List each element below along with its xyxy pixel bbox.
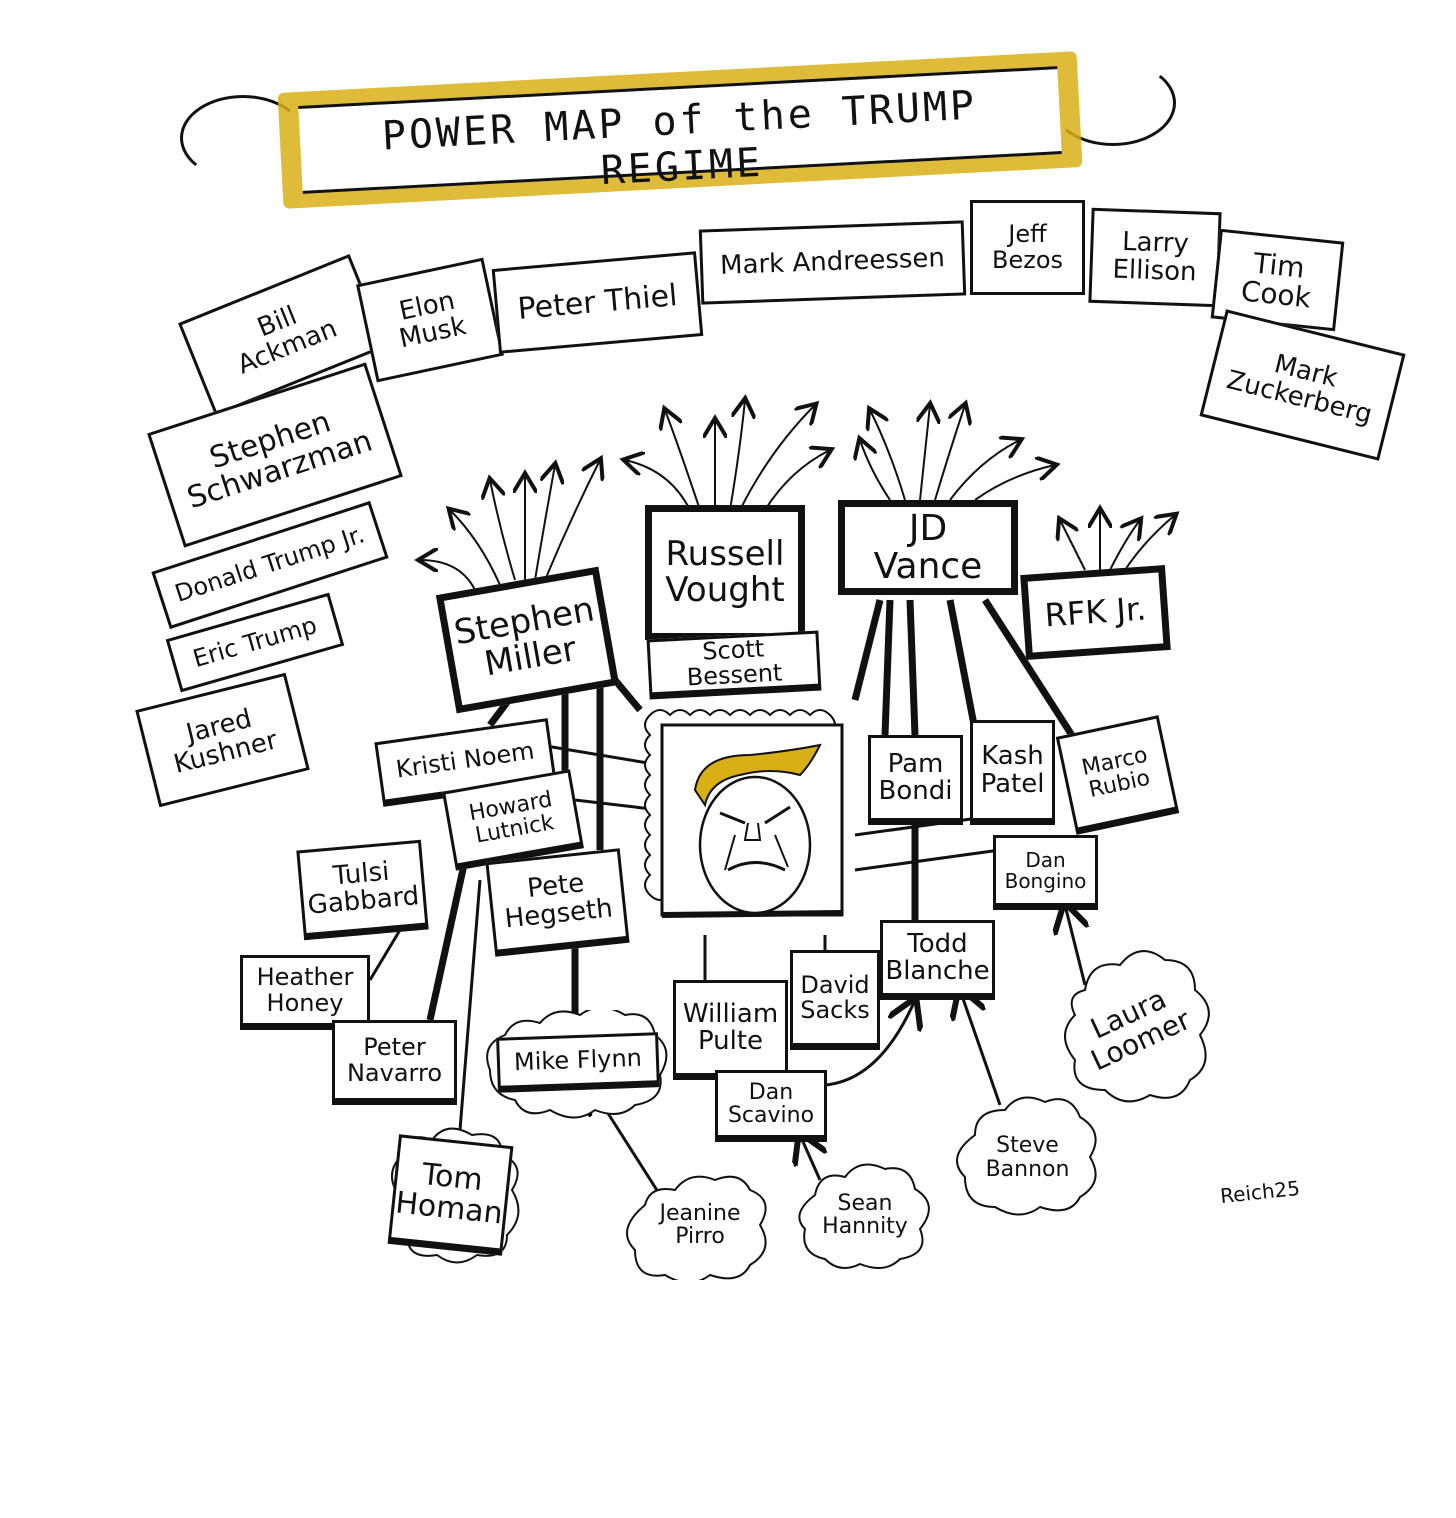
cloud-outline-icon xyxy=(798,1163,930,1269)
banner-curl-left xyxy=(180,95,306,181)
cloud-outline-icon xyxy=(1064,950,1210,1103)
artist-signature: Reich25 xyxy=(1218,1175,1302,1209)
cloud-outline-icon xyxy=(956,1096,1097,1216)
node-tom-homan: Tom Homan xyxy=(387,1134,514,1256)
cloud-label: Steve Bannon xyxy=(985,1133,1070,1182)
node-elon-musk: Elon Musk xyxy=(356,257,504,383)
node-larry-ellison: Larry Ellison xyxy=(1088,207,1222,308)
cloud-label: Jeanine Pirro xyxy=(659,1200,741,1249)
trump-portrait xyxy=(640,695,860,935)
node-pete-hegseth: Pete Hegseth xyxy=(485,848,630,957)
banner-curl-right xyxy=(1050,60,1176,146)
cloud-outline-icon xyxy=(626,1175,767,1280)
cloud-sean-hannity: Sean Hannity xyxy=(795,1160,935,1270)
node-mark-andreessen: Mark Andreessen xyxy=(698,220,967,305)
node-david-sacks: David Sacks xyxy=(790,950,880,1050)
node-jared-kushner: Jared Kushner xyxy=(135,672,310,808)
node-jd-vance: JD Vance xyxy=(838,500,1018,595)
node-russell-vought: Russell Vought xyxy=(645,505,805,640)
node-pam-bondi: Pam Bondi xyxy=(868,735,963,825)
portrait-frame-icon xyxy=(644,709,844,918)
title-banner: POWER MAP of the TRUMP REGIME xyxy=(277,51,1083,209)
cloud-laura-loomer: Laura Loomer xyxy=(1060,945,1210,1110)
node-stephen-miller: Stephen Miller xyxy=(435,566,620,714)
cloud-jeanine-pirro: Jeanine Pirro xyxy=(625,1170,775,1280)
node-todd-blanche: Todd Blanche xyxy=(880,920,995,1000)
cloud-label: Sean Hannity xyxy=(822,1190,908,1239)
cloud-steve-bannon: Steve Bannon xyxy=(955,1095,1100,1220)
node-william-pulte: William Pulte xyxy=(673,980,788,1080)
node-kash-patel: Kash Patel xyxy=(970,720,1055,825)
node-dan-bongino: Dan Bongino xyxy=(993,835,1098,910)
node-jeff-bezos: Jeff Bezos xyxy=(970,200,1085,295)
node-rfk-jr: RFK Jr. xyxy=(1020,565,1171,660)
node-marco-rubio: Marco Rubio xyxy=(1055,715,1180,835)
node-heather-honey: Heather Honey xyxy=(240,955,370,1030)
node-tulsi-gabbard: Tulsi Gabbard xyxy=(296,839,429,941)
node-mike-flynn: Mike Flynn xyxy=(496,1032,660,1093)
node-mark-zuckerberg: Mark Zuckerberg xyxy=(1199,309,1406,461)
node-peter-thiel: Peter Thiel xyxy=(491,251,704,354)
node-dan-scavino: Dan Scavino xyxy=(715,1070,827,1142)
node-peter-navarro: Peter Navarro xyxy=(332,1020,457,1105)
node-scott-bessent: Scott Bessent xyxy=(646,630,822,700)
